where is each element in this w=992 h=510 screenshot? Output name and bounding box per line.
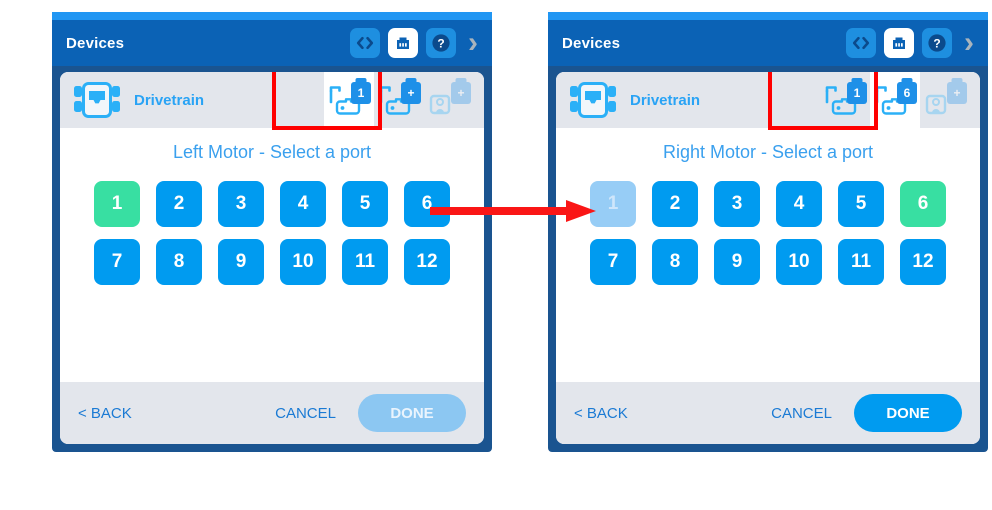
device-card: Drivetrain 1 [60,72,484,444]
device-row: Drivetrain 1 [60,72,484,130]
port-button-2[interactable]: 2 [652,181,698,227]
port-button-10[interactable]: 10 [280,239,326,285]
port-button-8[interactable]: 8 [156,239,202,285]
port-button-9[interactable]: 9 [218,239,264,285]
drivetrain-icon [72,80,122,120]
motor-chip-left-badge: 1 [847,78,867,104]
port-button-10[interactable]: 10 [776,239,822,285]
drivetrain-icon [568,80,618,120]
port-selector-prompt: Right Motor - Select a port [662,142,874,162]
port-button-5[interactable]: 5 [838,181,884,227]
port-button-9[interactable]: 9 [714,239,760,285]
device-panel-right: Devices [548,12,988,452]
device-name: Drivetrain [134,91,205,109]
port-button-6[interactable]: 6 [404,181,450,227]
back-button[interactable]: < BACK [78,404,132,422]
toolbar: ? › [350,28,484,58]
code-icon[interactable] [846,28,876,58]
cancel-button[interactable]: CANCEL [275,404,336,422]
port-selector-body: Left Motor - Select a port 1 2 3 4 5 6 7… [60,128,484,382]
port-chip-group: 1 + [324,72,474,128]
device-panel-left: Devices [52,12,492,452]
port-button-1: 1 [590,181,636,227]
device-port-icon[interactable] [884,28,914,58]
device-card: Drivetrain 1 [556,72,980,444]
svg-text:?: ? [933,37,940,51]
motor-chip-right-badge: 6 [897,78,917,104]
cancel-button[interactable]: CANCEL [771,404,832,422]
port-button-12[interactable]: 12 [900,239,946,285]
chevron-right-icon[interactable]: › [964,26,974,59]
port-button-5[interactable]: 5 [342,181,388,227]
motor-chip-right-badge: + [401,78,421,104]
port-button-6[interactable]: 6 [900,181,946,227]
port-button-3[interactable]: 3 [218,181,264,227]
port-chip-group: 1 6 [820,72,970,128]
port-button-3[interactable]: 3 [714,181,760,227]
add-sensor-chip-badge: + [451,78,471,104]
port-button-2[interactable]: 2 [156,181,202,227]
app-header: Devices [548,20,988,66]
page-title: Devices [66,34,125,52]
page-title: Devices [562,34,621,52]
device-port-icon[interactable] [388,28,418,58]
port-button-1[interactable]: 1 [94,181,140,227]
device-name: Drivetrain [630,91,701,109]
toolbar: ? › [846,28,980,58]
motor-chip-left-badge: 1 [351,78,371,104]
dialog-footer: < BACK CANCEL DONE [556,382,980,444]
app-header: Devices [52,20,492,66]
port-button-7[interactable]: 7 [590,239,636,285]
dialog-footer: < BACK CANCEL DONE [60,382,484,444]
motor-chip-left[interactable]: 1 [820,72,870,128]
port-button-7[interactable]: 7 [94,239,140,285]
port-selector-prompt: Left Motor - Select a port [172,142,372,162]
port-grid: 1 2 3 4 5 6 7 8 9 10 11 12 [590,181,946,285]
svg-text:?: ? [437,37,444,51]
status-strip [52,12,492,20]
motor-chip-left[interactable]: 1 [324,72,374,128]
motor-chip-right[interactable]: + [374,72,424,128]
port-button-4[interactable]: 4 [280,181,326,227]
port-button-8[interactable]: 8 [652,239,698,285]
done-button[interactable]: DONE [854,394,962,432]
code-icon[interactable] [350,28,380,58]
motor-chip-right[interactable]: 6 [870,72,920,128]
port-grid: 1 2 3 4 5 6 7 8 9 10 11 12 [94,181,450,285]
add-sensor-chip-badge: + [947,78,967,104]
port-button-11[interactable]: 11 [342,239,388,285]
port-button-11[interactable]: 11 [838,239,884,285]
add-sensor-chip[interactable]: + [424,72,474,128]
done-button[interactable]: DONE [358,394,466,432]
status-strip [548,12,988,20]
help-icon[interactable]: ? [426,28,456,58]
device-row: Drivetrain 1 [556,72,980,130]
port-selector-body: Right Motor - Select a port 1 2 3 4 5 6 … [556,128,980,382]
flow-arrow [430,198,600,224]
chevron-right-icon[interactable]: › [468,26,478,59]
help-icon[interactable]: ? [922,28,952,58]
port-button-12[interactable]: 12 [404,239,450,285]
port-button-4[interactable]: 4 [776,181,822,227]
back-button[interactable]: < BACK [574,404,628,422]
add-sensor-chip[interactable]: + [920,72,970,128]
